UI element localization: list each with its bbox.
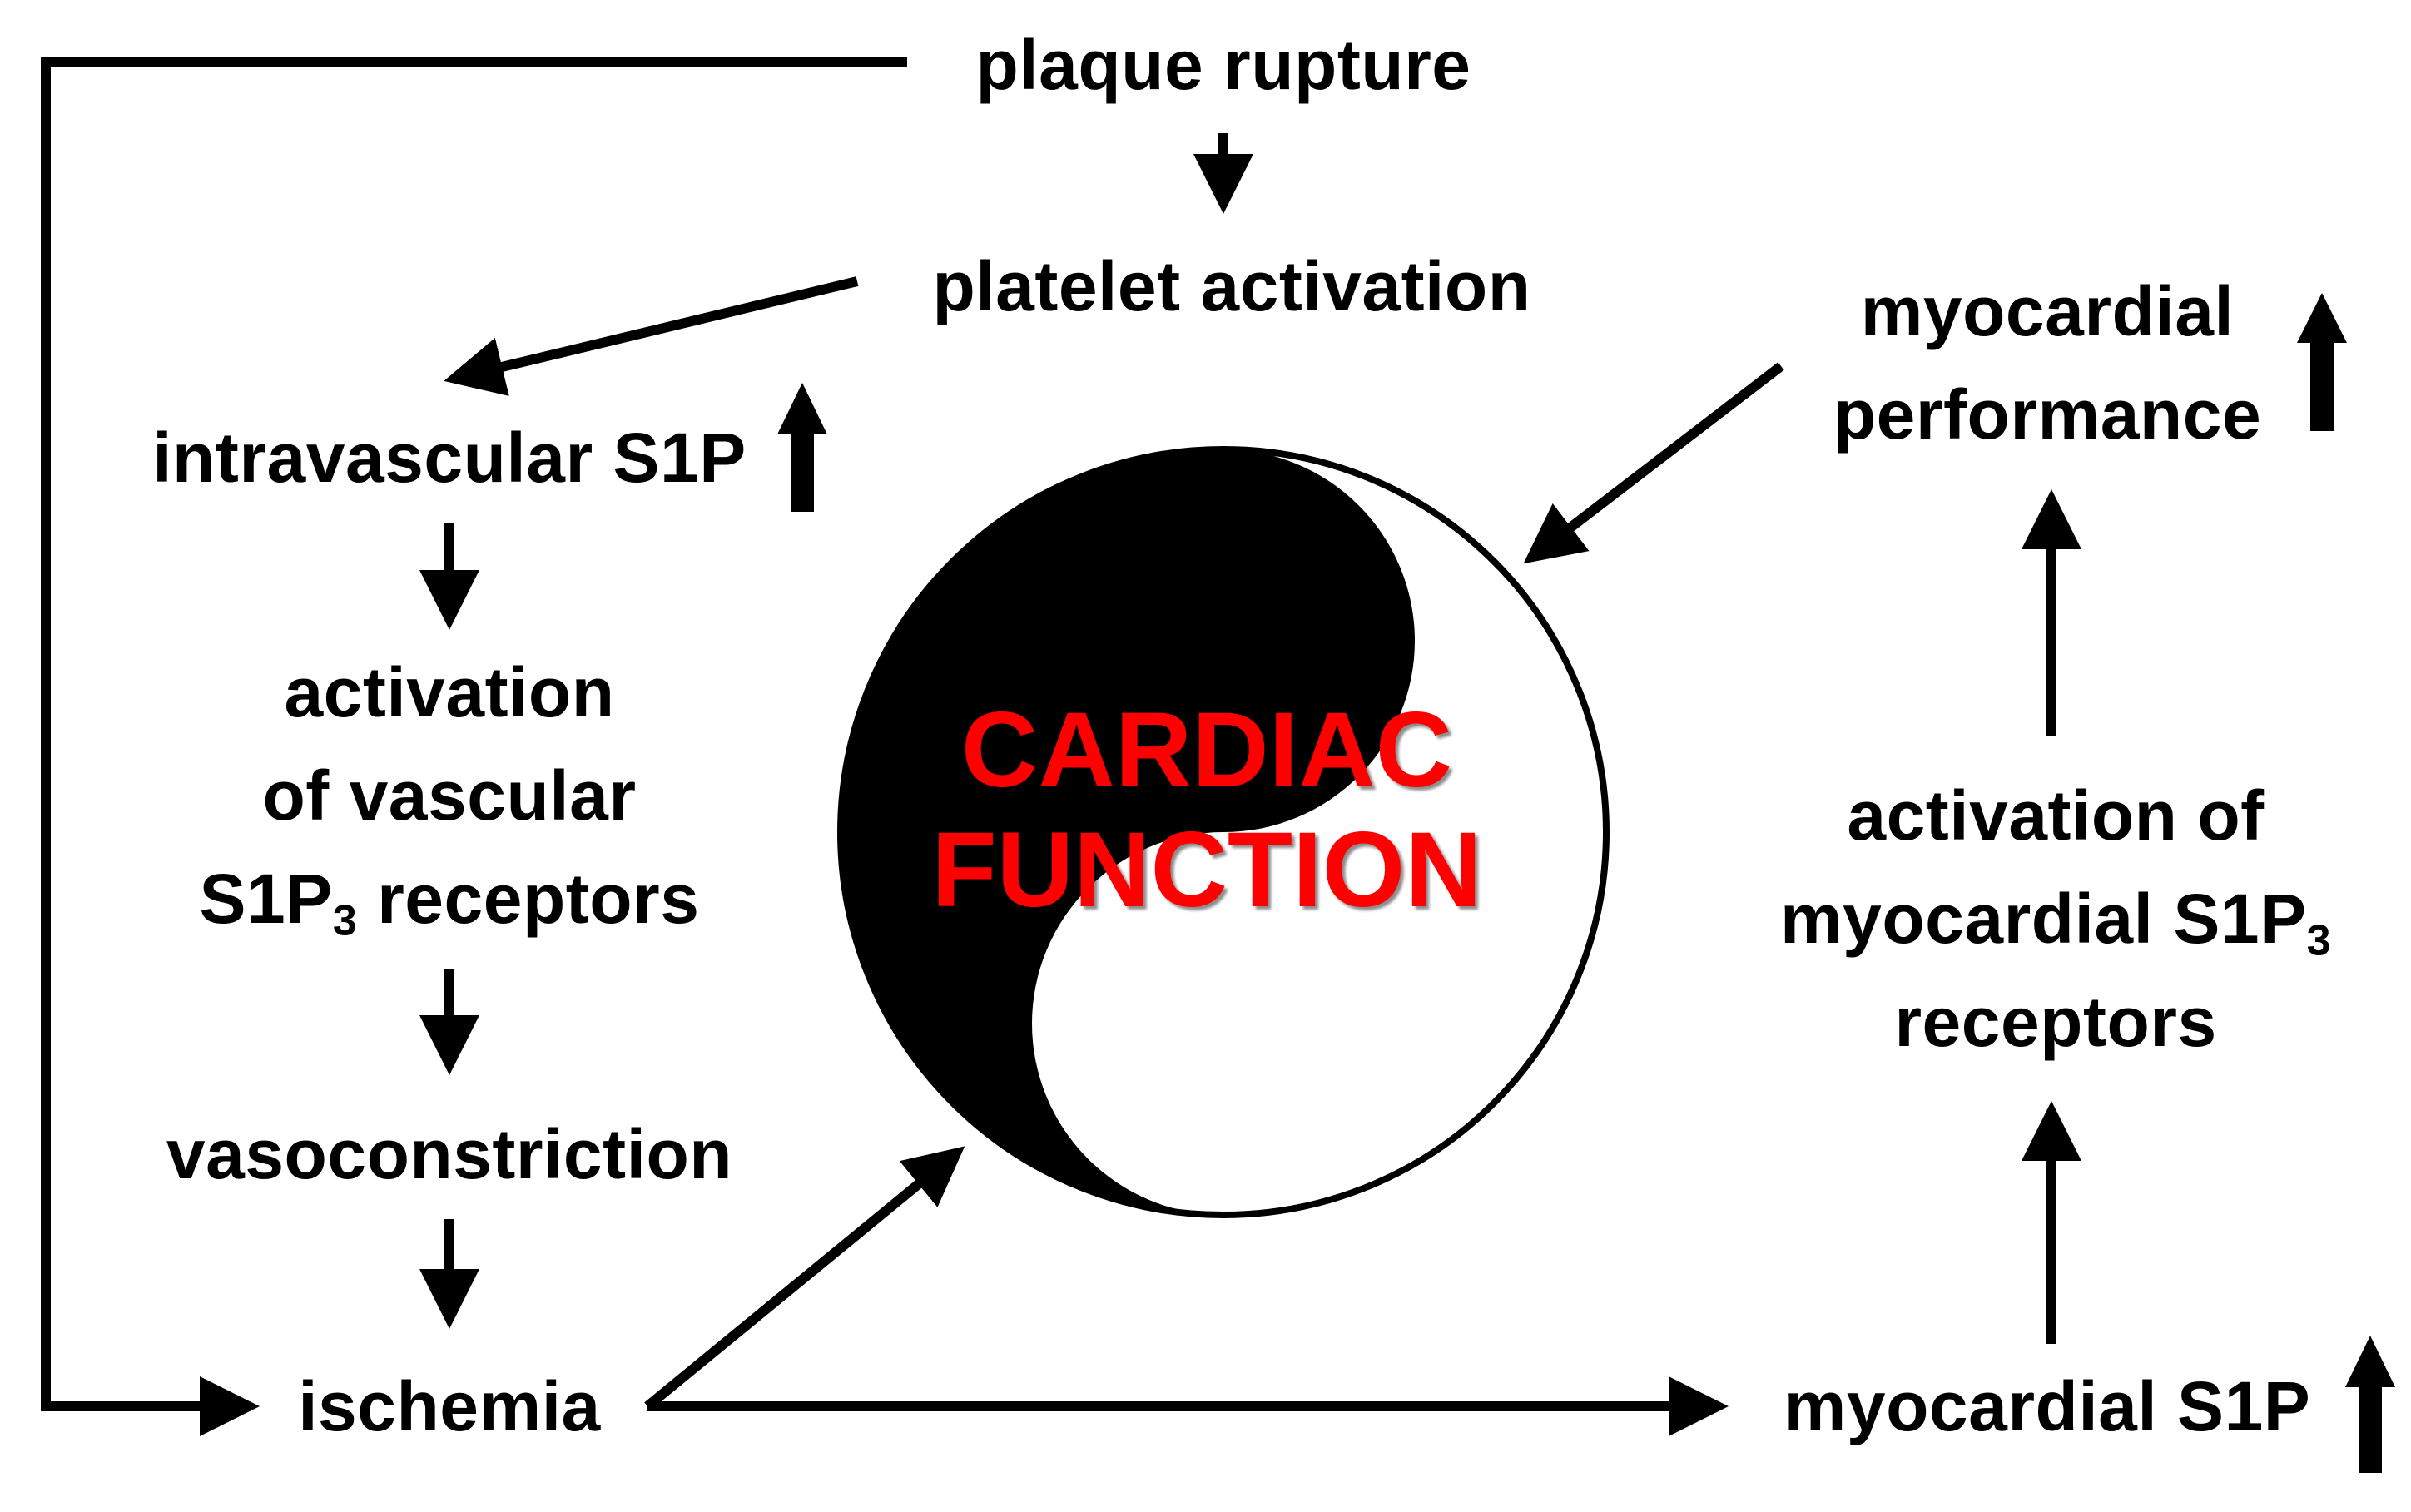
increase-arrow-intravascular-icon	[777, 383, 827, 512]
arrow-ischemia-to-cardiac	[644, 1146, 965, 1410]
arrow-platelet-to-intravascular	[444, 276, 859, 396]
increase-arrow-myocardial-s1p-icon	[2345, 1336, 2395, 1473]
node-intravascular-s1p: intravascular S1P	[152, 419, 747, 497]
node-platelet-activation: platelet activation	[932, 247, 1531, 325]
node-vascular-activation: activation of vascular S1P3 receptors	[199, 653, 700, 945]
yin-yang-light-dot	[1192, 992, 1255, 1055]
cardiac-function-title: CARDIAC FUNCTION	[931, 691, 1482, 930]
node-ischemia: ischemia	[298, 1367, 601, 1445]
node-myocardial-performance: myocardial performance	[1833, 272, 2262, 454]
node-myocardial-s1p: myocardial S1P	[1783, 1367, 2311, 1445]
node-vasoconstriction: vasoconstriction	[166, 1115, 733, 1193]
yin-yang-icon	[837, 446, 1610, 1218]
loop-arrow-plaque-to-ischemia	[41, 57, 907, 1436]
yin-yang-dark-dot	[1192, 609, 1255, 672]
arrow-performance-to-cardiac	[1523, 362, 1784, 564]
increase-arrow-performance-icon	[2297, 293, 2347, 431]
node-plaque-rupture: plaque rupture	[975, 26, 1471, 104]
node-myocardial-activation: activation of myocardial S1P3 receptors	[1779, 776, 2332, 1061]
